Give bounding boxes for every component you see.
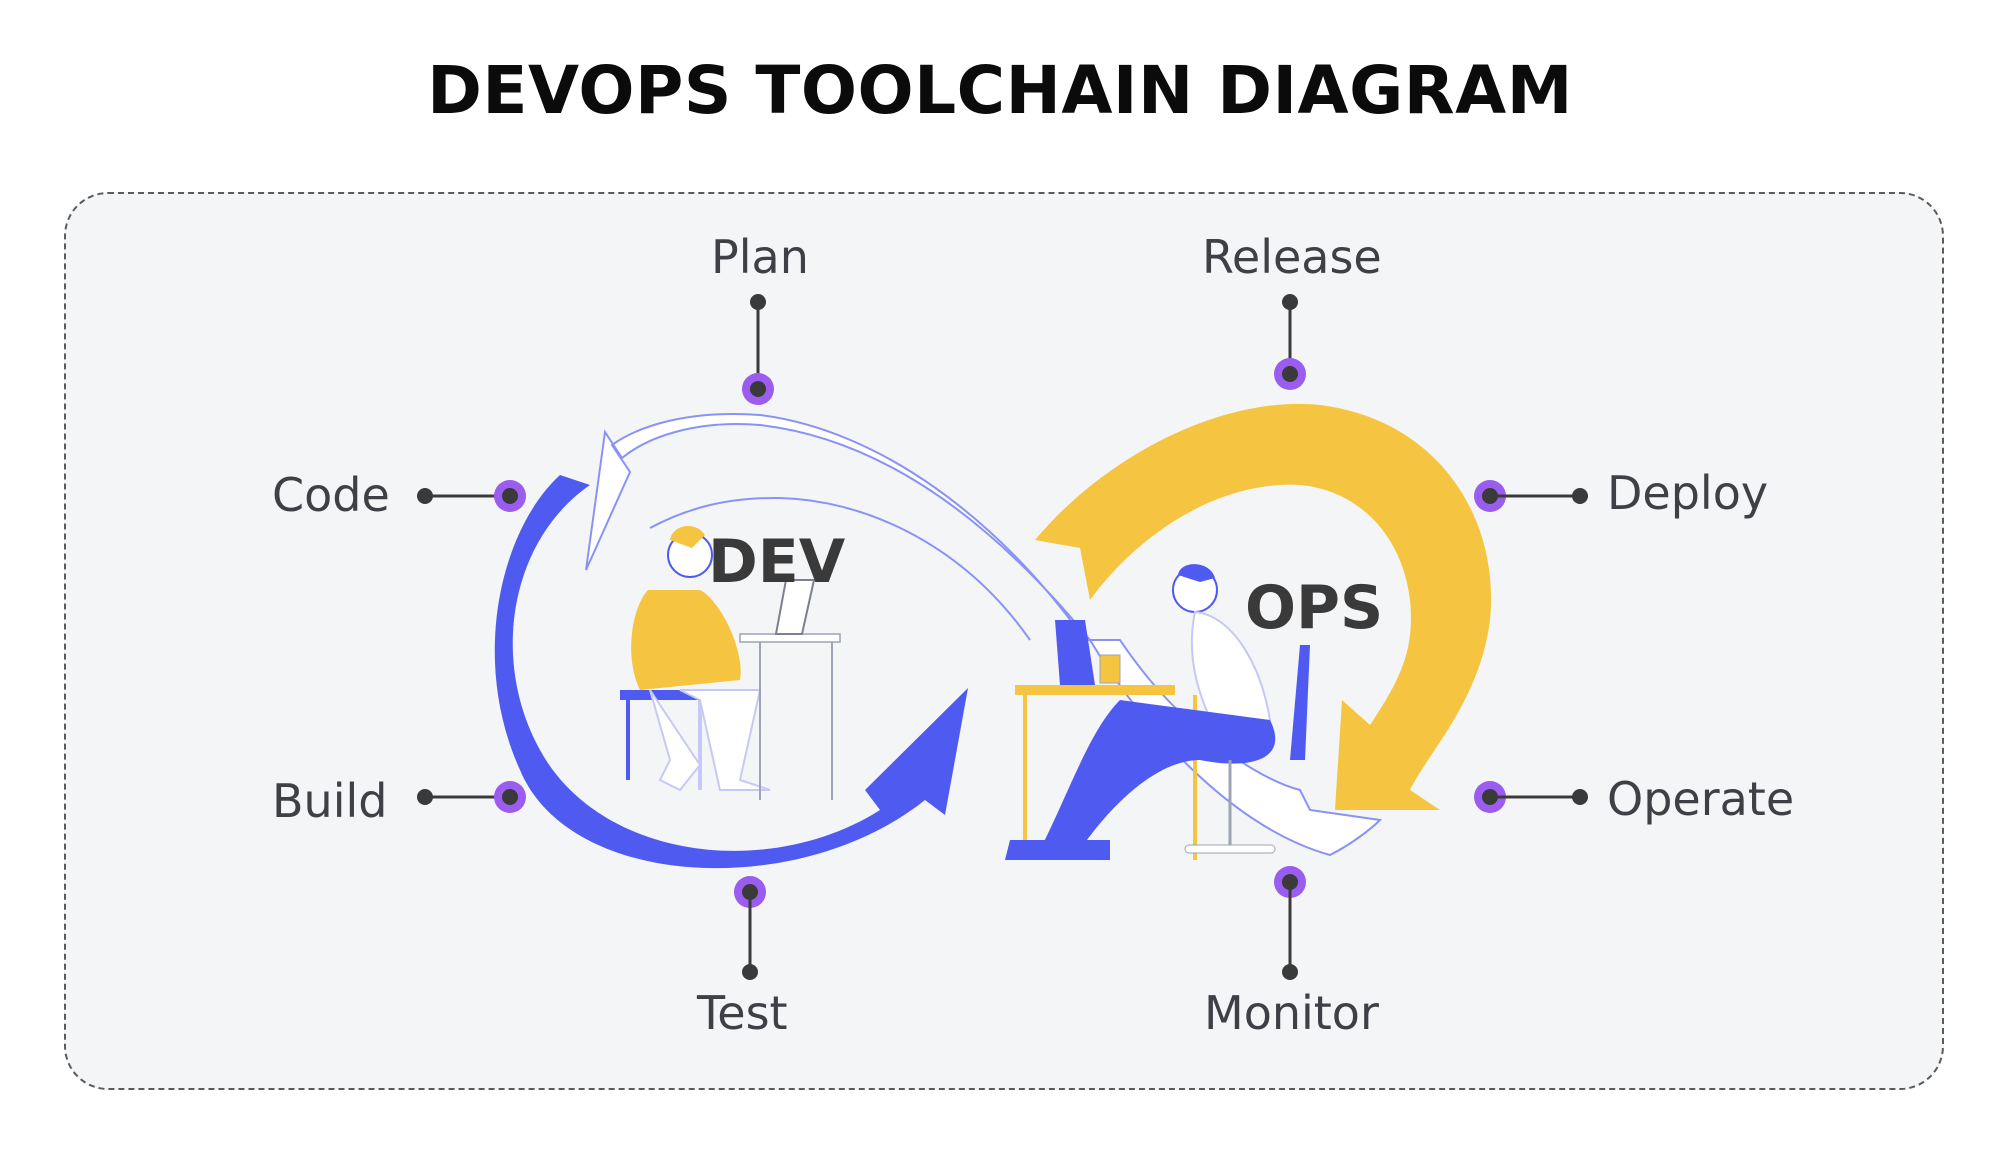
dev-blue-arrow (494, 475, 968, 869)
connector-build (417, 781, 526, 813)
stage-monitor-label: Monitor (1204, 986, 1379, 1040)
stage-operate-label: Operate (1607, 772, 1795, 826)
diagram-panel (64, 192, 1944, 1090)
stage-code-label: Code (272, 468, 390, 522)
operator-at-laptop-icon (1005, 564, 1310, 860)
connector-code (417, 480, 526, 512)
connector-release (1274, 294, 1306, 390)
connector-monitor (1274, 866, 1306, 980)
page-title: DEVOPS TOOLCHAIN DIAGRAM (427, 52, 1573, 129)
connector-deploy (1474, 480, 1588, 512)
dev-white-arrow (585, 413, 1093, 641)
ops-label: OPS (1245, 573, 1384, 643)
dev-label: DEV (708, 527, 846, 597)
connector-test (734, 876, 766, 980)
ops-yellow-arrow (1035, 403, 1492, 810)
stage-test-label: Test (697, 986, 788, 1040)
stage-plan-label: Plan (711, 230, 809, 284)
stage-deploy-label: Deploy (1607, 466, 1769, 520)
connector-plan (742, 294, 774, 405)
stage-build-label: Build (272, 774, 388, 828)
connector-operate (1474, 781, 1588, 813)
stage-release-label: Release (1202, 230, 1382, 284)
developer-at-laptop-icon (620, 525, 841, 800)
